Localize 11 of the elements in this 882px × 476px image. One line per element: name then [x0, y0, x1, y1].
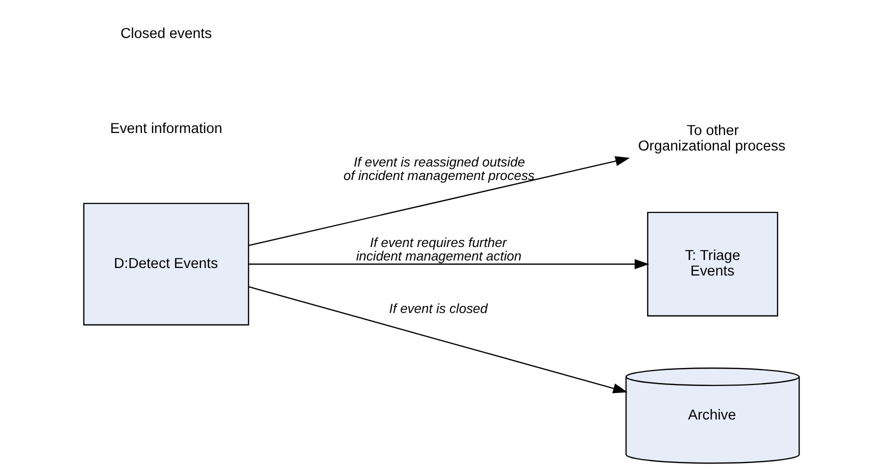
arrow [248, 259, 649, 270]
node-text: To other Organizational process [638, 123, 785, 155]
label: Event information [110, 121, 222, 138]
label: Closed events [120, 26, 212, 42]
arrow [248, 286, 628, 394]
edge-label: If event is reassigned outside of incident management process [343, 154, 534, 183]
edge-label: If event requires further incident management action [356, 235, 521, 264]
node-box: T: Triage Events [646, 212, 778, 316]
arrow [248, 156, 630, 246]
edge-label: If event is closed [388, 301, 488, 316]
node-box: D:Detect Events [82, 202, 249, 326]
